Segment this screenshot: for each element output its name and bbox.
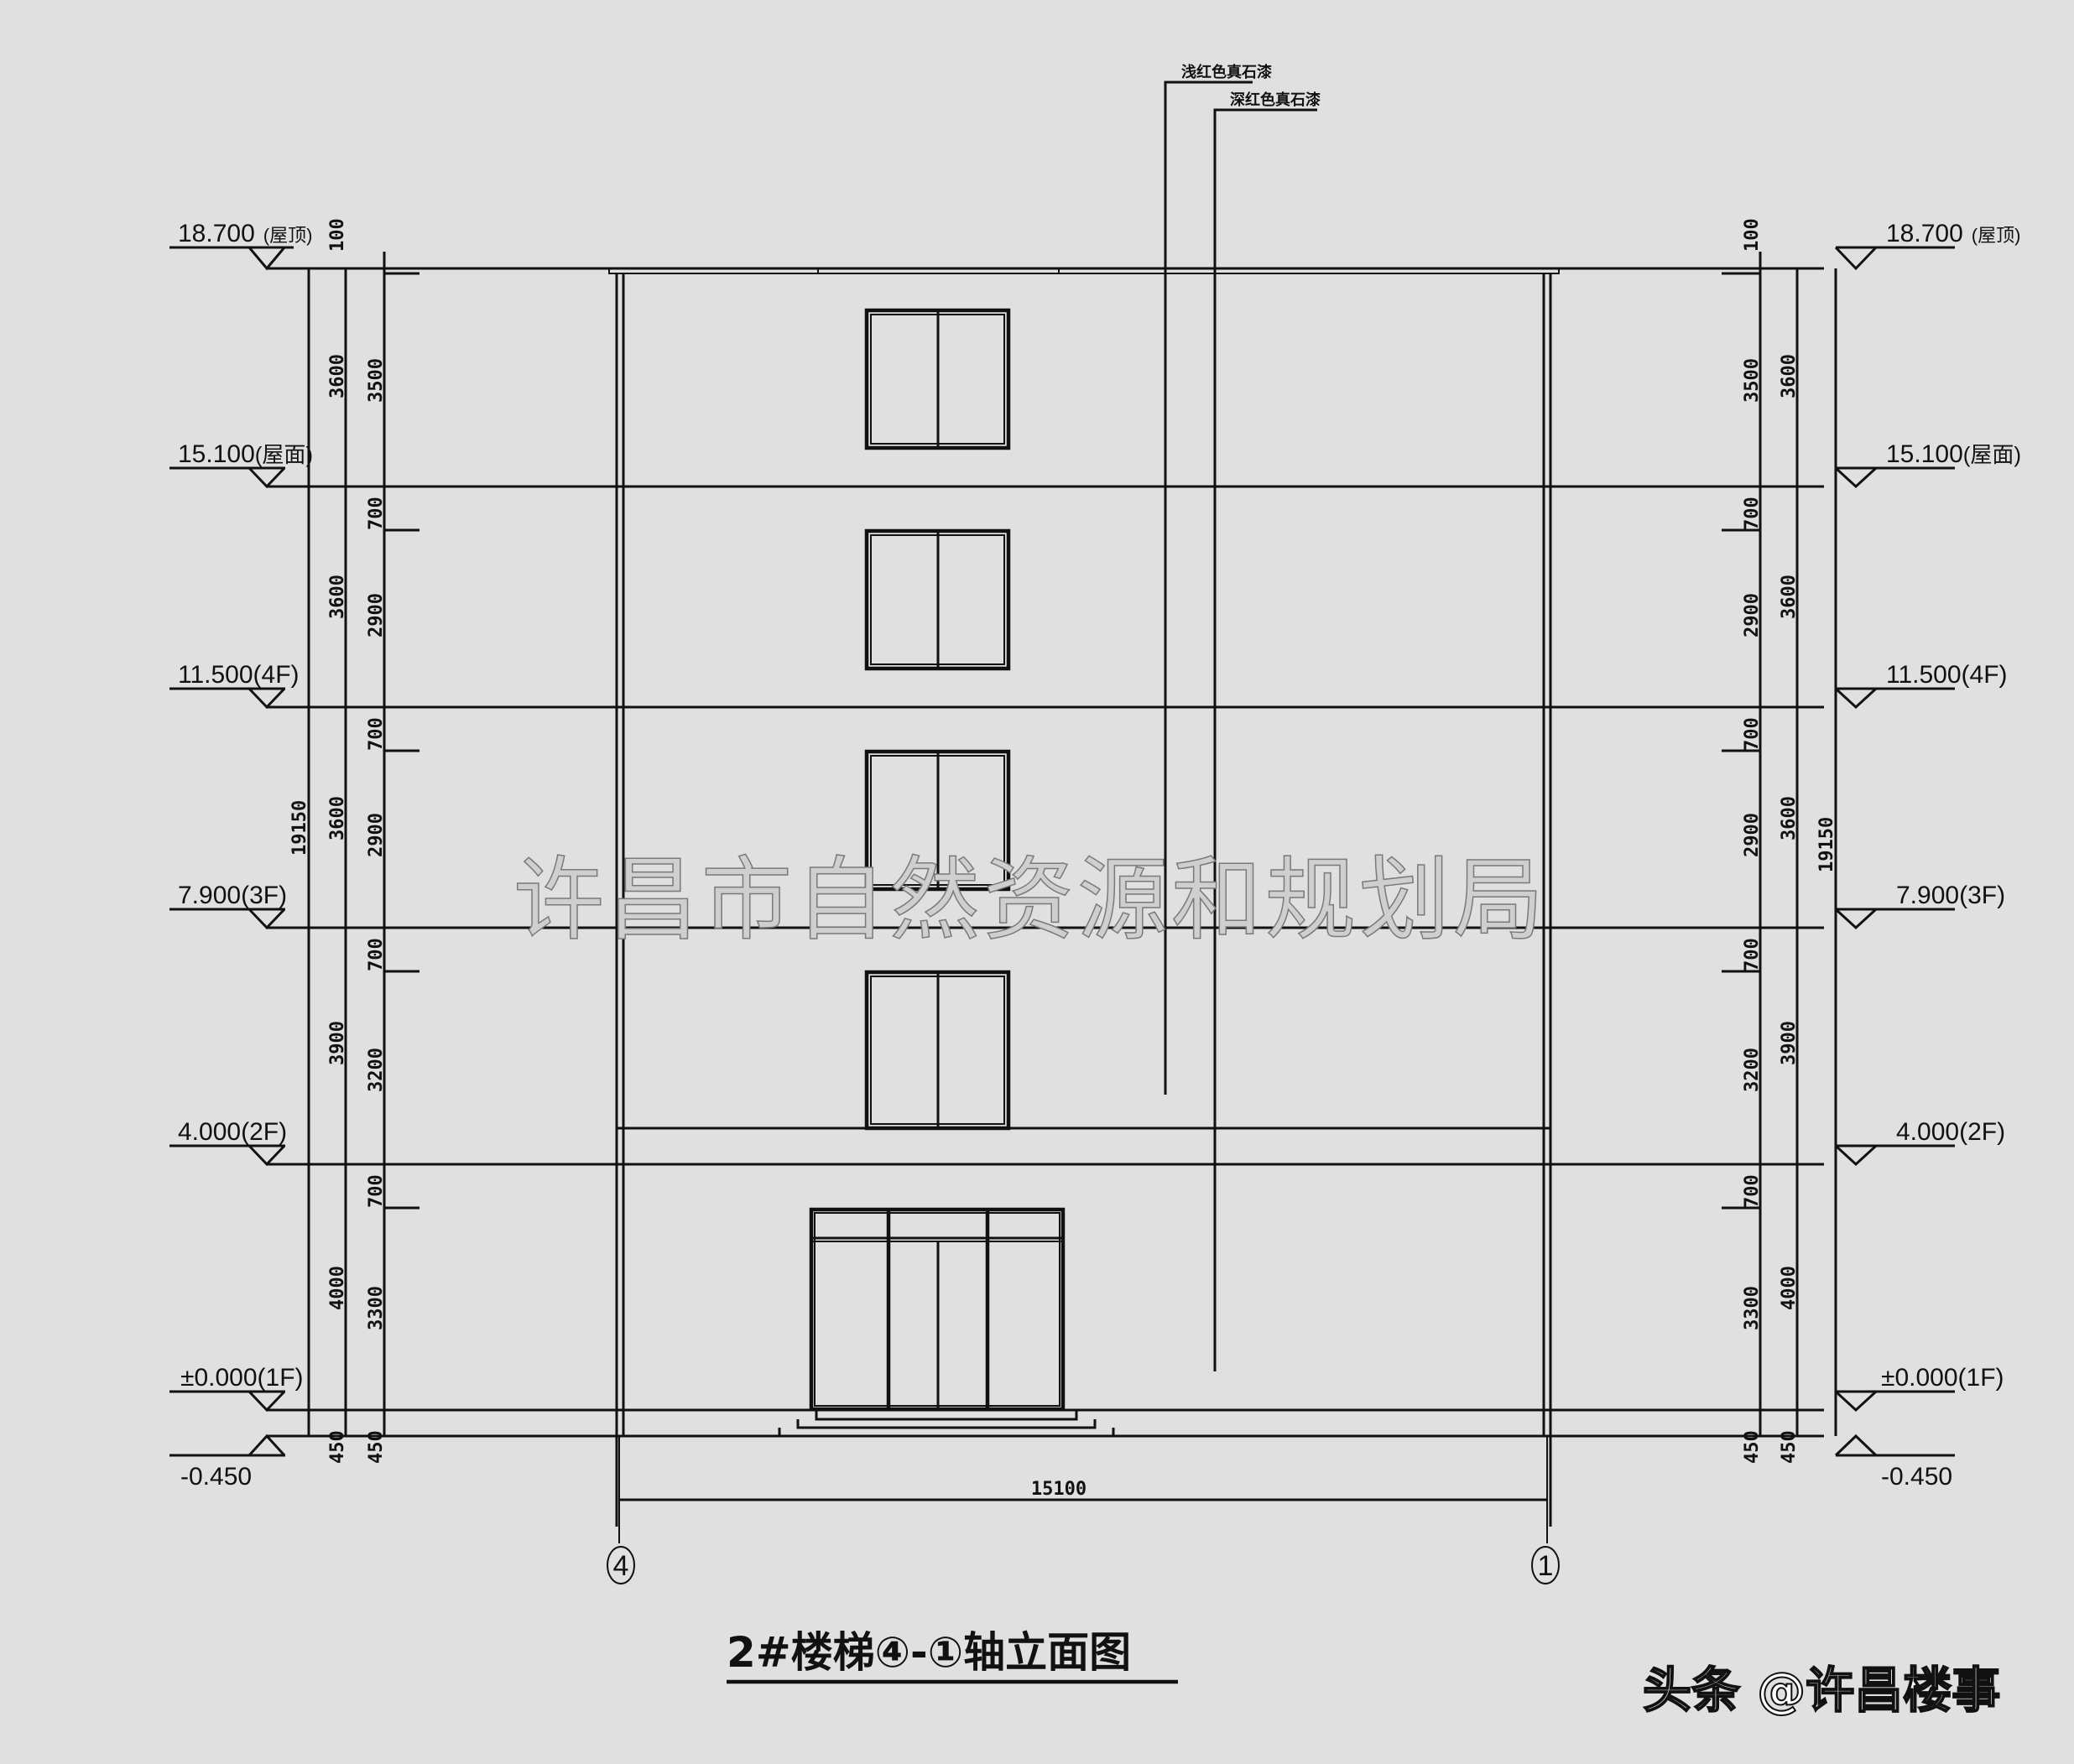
svg-text:700: 700 — [1742, 1174, 1763, 1208]
svg-text:100: 100 — [1742, 218, 1763, 252]
svg-text:3900: 3900 — [1779, 1021, 1800, 1065]
window-5f — [864, 308, 1011, 450]
svg-text:4: 4 — [613, 1550, 629, 1582]
svg-text:4000: 4000 — [327, 1266, 348, 1310]
svg-text:2#楼梯④-①轴立面图: 2#楼梯④-①轴立面图 — [727, 1628, 1131, 1677]
svg-text:15100: 15100 — [1031, 1479, 1087, 1500]
svg-text:3600: 3600 — [1779, 575, 1800, 619]
overall-height-dim-right: 19150 — [1816, 817, 1837, 872]
svg-text:3300: 3300 — [366, 1286, 387, 1330]
material-leaders: 浅红色真石漆 深红色真石漆 — [1164, 63, 1321, 1371]
svg-text:18.700(屋顶): 18.700(屋顶) — [178, 220, 312, 247]
overall-height-dim-left: 19150 — [289, 800, 310, 856]
windows — [864, 308, 1011, 1131]
svg-text:2900: 2900 — [1742, 593, 1763, 637]
overall-width-dimension: 15100 — [618, 1436, 1548, 1543]
svg-text:7.900(3F): 7.900(3F) — [178, 882, 287, 909]
svg-text:7.900(3F): 7.900(3F) — [1896, 882, 2005, 909]
level-marker-1f: ±0.000(1F) — [169, 1364, 304, 1413]
svg-text:450: 450 — [366, 1430, 387, 1464]
svg-text:3600: 3600 — [1779, 354, 1800, 398]
level-marker-2f: 4.000(2F) — [169, 1118, 287, 1167]
svg-text:3600: 3600 — [327, 575, 348, 619]
watermark: 许昌市自然资源和规划局 — [513, 848, 1547, 953]
window-2f — [864, 970, 1011, 1131]
material-note-dark-red: 深红色真石漆 — [1230, 91, 1321, 108]
svg-text:11.500(4F): 11.500(4F) — [178, 661, 300, 689]
svg-text:3600: 3600 — [327, 354, 348, 398]
svg-text:3200: 3200 — [366, 1048, 387, 1092]
svg-text:18.700(屋顶): 18.700(屋顶) — [1886, 220, 2020, 247]
right-dimensions: 100 3500 700 2900 700 2900 700 3200 700 … — [1742, 218, 1837, 1464]
axis-bubble-4: 4 — [607, 1546, 635, 1584]
svg-text:450: 450 — [1779, 1430, 1800, 1464]
svg-text:450: 450 — [327, 1430, 348, 1464]
svg-text:-0.450: -0.450 — [1881, 1463, 1952, 1491]
level-marker-3f: 7.900(3F) — [169, 882, 287, 930]
svg-text:15.100(屋面): 15.100(屋面) — [178, 440, 313, 468]
svg-text:2900: 2900 — [366, 593, 387, 637]
left-dimensions: 19150 100 3600 3600 3600 3900 4000 450 3… — [289, 218, 387, 1464]
svg-text:2900: 2900 — [1742, 813, 1763, 857]
svg-text:700: 700 — [1742, 497, 1763, 530]
right-level-markers: 18.700(屋顶) 15.100(屋面) 11.500(4F) 7.900(3… — [1834, 220, 2021, 1491]
svg-text:3600: 3600 — [327, 796, 348, 840]
svg-text:3500: 3500 — [366, 358, 387, 403]
axis-bubble-1: 1 — [1531, 1546, 1560, 1584]
svg-text:700: 700 — [1742, 717, 1763, 751]
svg-text:4000: 4000 — [1779, 1266, 1800, 1310]
svg-text:700: 700 — [1742, 938, 1763, 971]
drawing-title: 2#楼梯④-①轴立面图 — [727, 1628, 1178, 1684]
svg-text:±0.000(1F): ±0.000(1F) — [180, 1364, 304, 1392]
svg-text:700: 700 — [366, 717, 387, 751]
level-marker-roof-surface: 15.100(屋面) — [169, 440, 313, 489]
svg-text:2900: 2900 — [366, 813, 387, 857]
svg-text:11.500(4F): 11.500(4F) — [1886, 661, 2008, 689]
svg-text:-0.450: -0.450 — [180, 1463, 252, 1491]
entrance-steps — [778, 1410, 1115, 1438]
svg-text:3600: 3600 — [1779, 796, 1800, 840]
window-4f — [864, 528, 1011, 671]
level-marker-ground: -0.450 — [169, 1434, 286, 1491]
svg-text:1: 1 — [1538, 1550, 1554, 1582]
svg-text:4.000(2F): 4.000(2F) — [1896, 1118, 2005, 1146]
svg-text:3900: 3900 — [327, 1021, 348, 1065]
window-3f — [864, 749, 1011, 892]
source-credit: 头条 @许昌楼事 — [1643, 1662, 2000, 1719]
svg-text:4.000(2F): 4.000(2F) — [178, 1118, 287, 1146]
entrance-door — [809, 1207, 1066, 1412]
svg-text:3200: 3200 — [1742, 1048, 1763, 1092]
svg-text:450: 450 — [1742, 1430, 1763, 1464]
svg-text:3500: 3500 — [1742, 358, 1763, 403]
svg-text:15.100(屋面): 15.100(屋面) — [1886, 440, 2021, 468]
level-marker-roof: 18.700(屋顶) — [169, 220, 312, 271]
svg-text:3300: 3300 — [1742, 1286, 1763, 1330]
material-note-light-red: 浅红色真石漆 — [1181, 63, 1272, 81]
level-marker-4f: 11.500(4F) — [169, 661, 300, 710]
svg-text:100: 100 — [327, 218, 348, 252]
svg-text:700: 700 — [366, 938, 387, 971]
svg-text:700: 700 — [366, 497, 387, 530]
svg-text:700: 700 — [366, 1174, 387, 1208]
svg-text:±0.000(1F): ±0.000(1F) — [1881, 1364, 2004, 1392]
left-level-markers: 18.700(屋顶) 15.100(屋面) 11.500(4F) 7.900(3… — [169, 220, 313, 1491]
